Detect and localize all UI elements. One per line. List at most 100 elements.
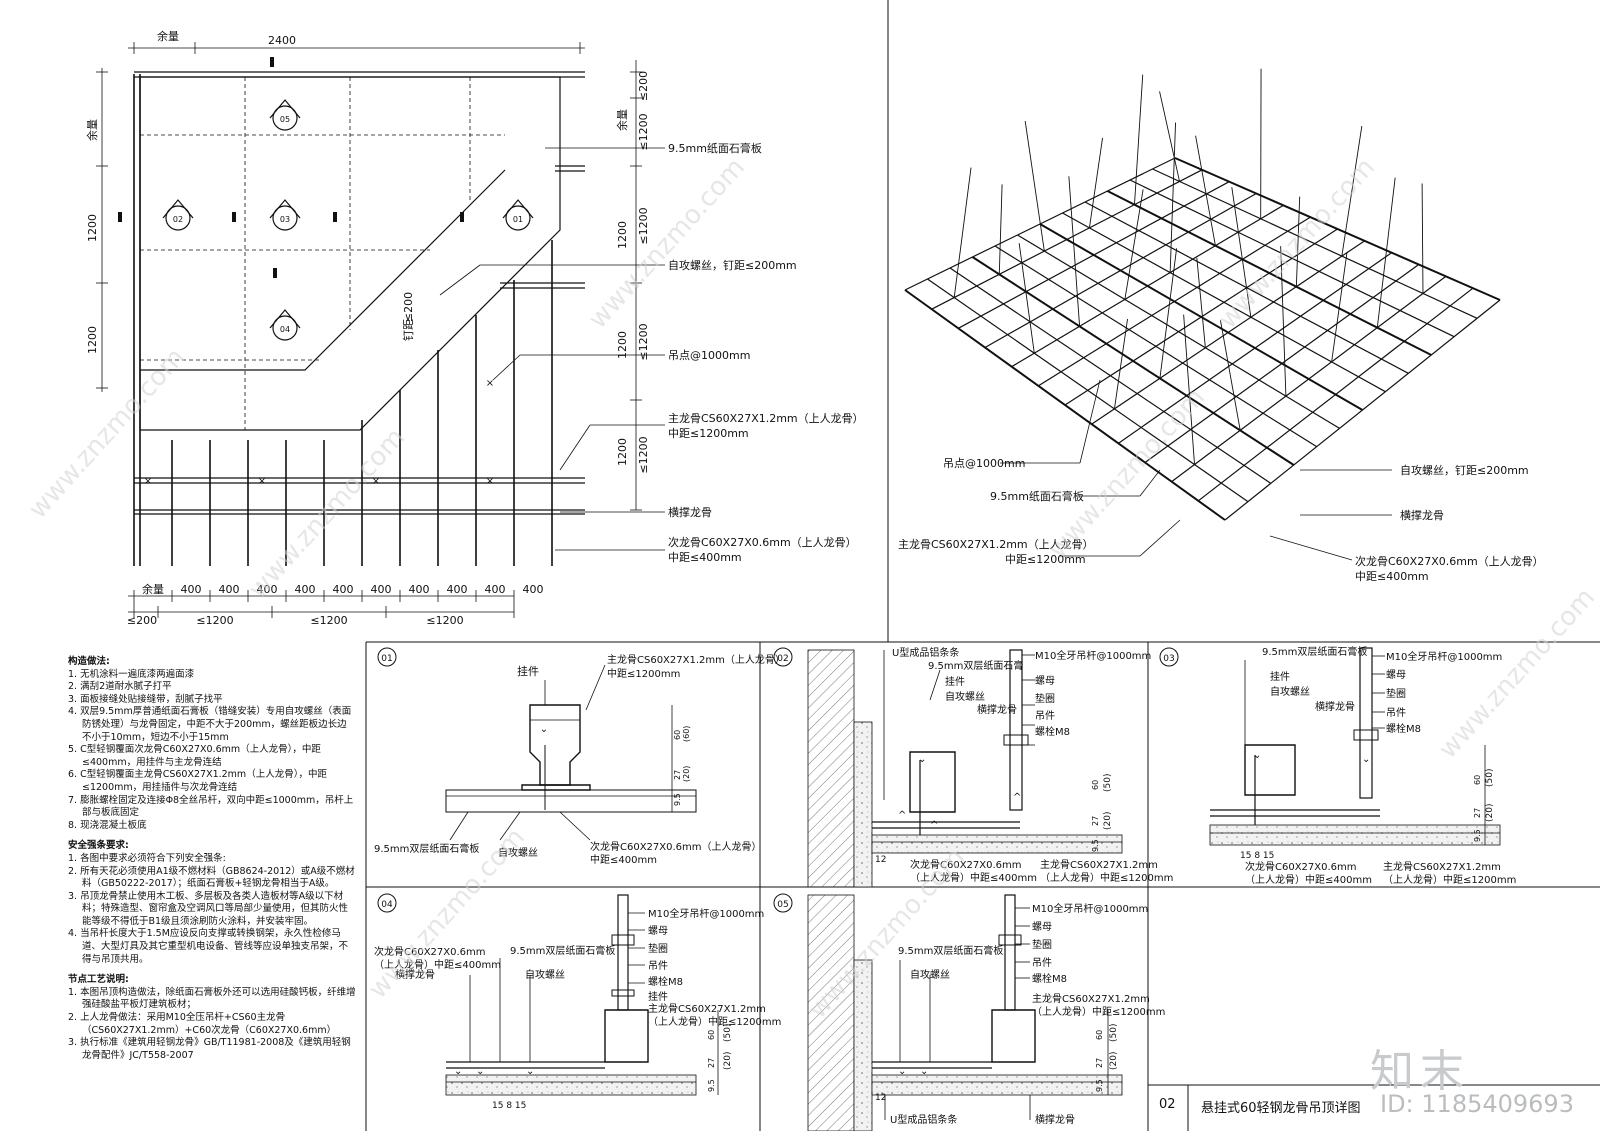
svg-text:⌄: ⌄ [898,1066,906,1077]
watermark-id: ID: 1185409693 [1380,1090,1574,1118]
d04-dim: 9.5 [707,1079,716,1092]
dim-left-2: 1200 [86,326,99,354]
d03-main-spacing: （上人龙骨）中距≤1200mm [1383,873,1516,886]
d04-washer: 垫圈 [648,942,668,955]
d03-main: 主龙骨CS60X27X1.2mm [1383,860,1501,873]
d02-dim: 9.5 [1091,839,1100,852]
d01-board: 9.5mm双层纸面石膏板 [374,842,479,855]
svg-text:04: 04 [280,325,290,334]
plan-board-joints [140,77,505,430]
svg-text:www.znzmo.com: www.znzmo.com [1043,383,1211,565]
note-item: 3. 面板接缝处贴接缝带，刮腻子找平 [68,693,223,705]
dim-left-1: 1200 [86,214,99,242]
plan-marker-02: 02 [118,199,236,231]
iso-hanger-rod [953,167,972,298]
iso-hanger-rod [1195,135,1216,246]
dim-bottom-spacing: 400 [219,583,240,596]
plan-main-keels [134,71,585,515]
dim-bottom-spacing: 400 [447,583,468,596]
iso-hanger-rod [1159,248,1178,379]
note-item: 7. 膨胀螺栓固定及连接Φ8全丝吊杆，双向中距≤1000mm，吊杆上部与板底固定 [68,794,354,819]
d04-rod: M10全牙吊杆@1000mm [648,907,764,920]
dim-right-inner-3: 1200 [616,438,629,466]
iso-hanger-rod [1183,314,1195,465]
dim-right-margin: 余量 [615,109,629,131]
iso-hanger-rod [1068,176,1081,327]
d04-screw: 自攻螺丝 [525,968,565,981]
svg-text:www.znzmo.com: www.znzmo.com [23,343,191,525]
d05-dim: (50) [1109,1024,1119,1042]
iso-hanger-rod [1088,137,1103,228]
svg-text:⌄: ⌄ [476,1066,484,1077]
svg-text:⌄: ⌄ [540,724,548,735]
d01-dim: 9.5 [673,793,682,806]
notes-heading: 安全强条要求: [68,840,129,852]
dim-bottom-spacing: 400 [257,583,278,596]
svg-text:×: × [258,476,266,487]
dim-right-1: ≤200 [637,71,650,101]
detail-no: 04 [381,900,393,910]
note-item: 1. 无机涂料一遍底漆两遍面漆 [68,668,195,680]
d02-hook: 挂件 [945,675,965,688]
dim-right-3: ≤1200 [637,207,650,244]
detail-03: 03 ⌄ ⌄ 9.5mm双层纸面石膏板 M10全牙吊杆@1000mm 挂件 螺母… [1159,645,1516,886]
d02-dim: (50) [1103,774,1113,792]
plan-sub-keels [133,74,553,566]
d03-dim: 60 [1473,775,1482,785]
note-item: 6. C型轻钢覆面主龙骨CS60X27X1.2mm（上人龙骨），中距≤1200m… [68,769,327,793]
title-block: 02 悬挂式60轻钢龙骨吊顶详图 [1147,1085,1587,1125]
d03-cross: 横撑龙骨 [1315,700,1355,713]
dim-right-inner-1: 1200 [616,221,629,249]
iso-label-main-spacing: 中距≤1200mm [1005,553,1086,566]
svg-text:×: × [372,476,380,487]
iso-hanger-rod [1134,74,1144,205]
d04-dim: 60 [707,1030,716,1040]
plan-board-inner-edge [140,169,506,371]
detail-02: 02 ⌄ ^ ^ ^ U型成品铝条条 M10全牙吊杆@1000mm 9.5mm双… [773,646,1173,888]
d02-dim: 27 [1091,816,1100,826]
d02-board: 9.5mm双层纸面石膏 [928,659,1023,672]
d04-sub-spacing: （上人龙骨）中距≤400mm [374,958,501,971]
iso-keel [1224,299,1501,521]
plan-label-board: 9.5mm纸面石膏板 [668,141,762,155]
iso-hanger-rod [1196,257,1206,348]
d05-dim: 60 [1095,1030,1104,1040]
d02-main-spacing: （上人龙骨）中距≤1200mm [1040,871,1173,884]
dim-nail-label: 钉距 [402,319,415,341]
ceiling-plan: 05 02 03 01 04 × × × [85,29,864,627]
note-item: 2. 满刮2道耐水腻子打平 [68,681,172,693]
d05-dim: 9.5 [1095,1079,1104,1092]
dim-nail: ≤200 [402,292,415,322]
d05-hanger: 吊件 [1032,957,1052,969]
plan-marker-03: 03 [269,199,337,231]
d05-dim: 27 [1095,1058,1104,1068]
iso-leaders [1000,379,1392,561]
iso-hanger-rod [1018,243,1035,354]
dim-right-2: ≤1200 [637,113,650,150]
svg-text:^: ^ [898,810,906,821]
dim-bottom-span-2: ≤1200 [310,614,347,627]
d04-nut: 螺母 [648,925,668,937]
plan-label-sub-keel-spacing: 中距≤400mm [668,551,742,564]
note-item: 4. 当吊杆长度大于1.5M应设反向支撑或转换钢架，永久性检修马道、大型灯具及其… [68,928,349,965]
dim-left-margin: 余量 [85,119,99,141]
d04-main: 主龙骨CS60X27X1.2mm [648,1002,766,1015]
d03-dim: 27 [1473,808,1482,818]
dim-right-5: ≤1200 [637,436,650,473]
svg-text:^: ^ [1013,792,1021,803]
d03-nut: 螺母 [1386,669,1406,681]
svg-text:www.znzmo.com: www.znzmo.com [1213,153,1381,335]
d05-screw: 自攻螺丝 [910,968,950,981]
plan-board-outline [139,76,561,431]
iso-hanger-rod [1421,183,1424,294]
d04-cross: 横撑龙骨 [395,968,435,981]
d03-dim: 9.5 [1473,829,1482,842]
svg-text:01: 01 [513,215,523,224]
d02-cross: 横撑龙骨 [977,703,1017,716]
d03-washer: 垫圈 [1386,687,1406,700]
dim-bottom-margin: 余量 [142,582,164,596]
svg-text:^: ^ [930,820,938,831]
d02-screw: 自攻螺丝 [945,690,985,703]
svg-text:⌄: ⌄ [1362,754,1370,765]
